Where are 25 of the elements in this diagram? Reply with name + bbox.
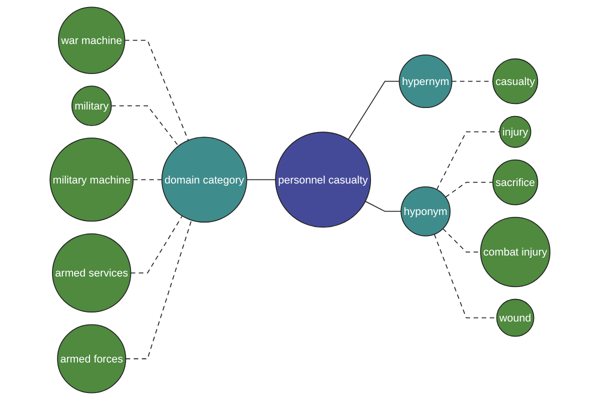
connector-line [246,179,276,180]
dashed-connector [124,40,189,141]
circle-node: war machine [58,6,126,74]
dashed-connector [436,131,500,190]
circle-node: military [71,86,112,126]
circle-node: combat injury [480,216,550,288]
connector-line [348,80,400,140]
circle-node: hyponym [400,186,451,236]
circle-node: injury [499,116,532,148]
circle-node: personnel casualty [275,132,372,228]
circle-node: hypernym [398,54,452,108]
circle-node: domain category [161,136,248,223]
circle-node: armed forces [57,324,126,394]
circle-node: armed services [52,233,132,313]
circle-node: sacrifice [492,159,538,206]
circle-node: military machine [50,138,134,222]
connector-line [364,200,402,212]
dashed-connector [125,220,192,360]
dashed-connector [130,215,183,274]
dashed-connector [445,182,494,198]
dashed-connector [110,105,179,146]
circle-node: casualty [492,58,538,104]
dashed-connector [132,179,162,180]
dashed-connector [434,234,498,318]
circle-node: wound [496,298,534,337]
